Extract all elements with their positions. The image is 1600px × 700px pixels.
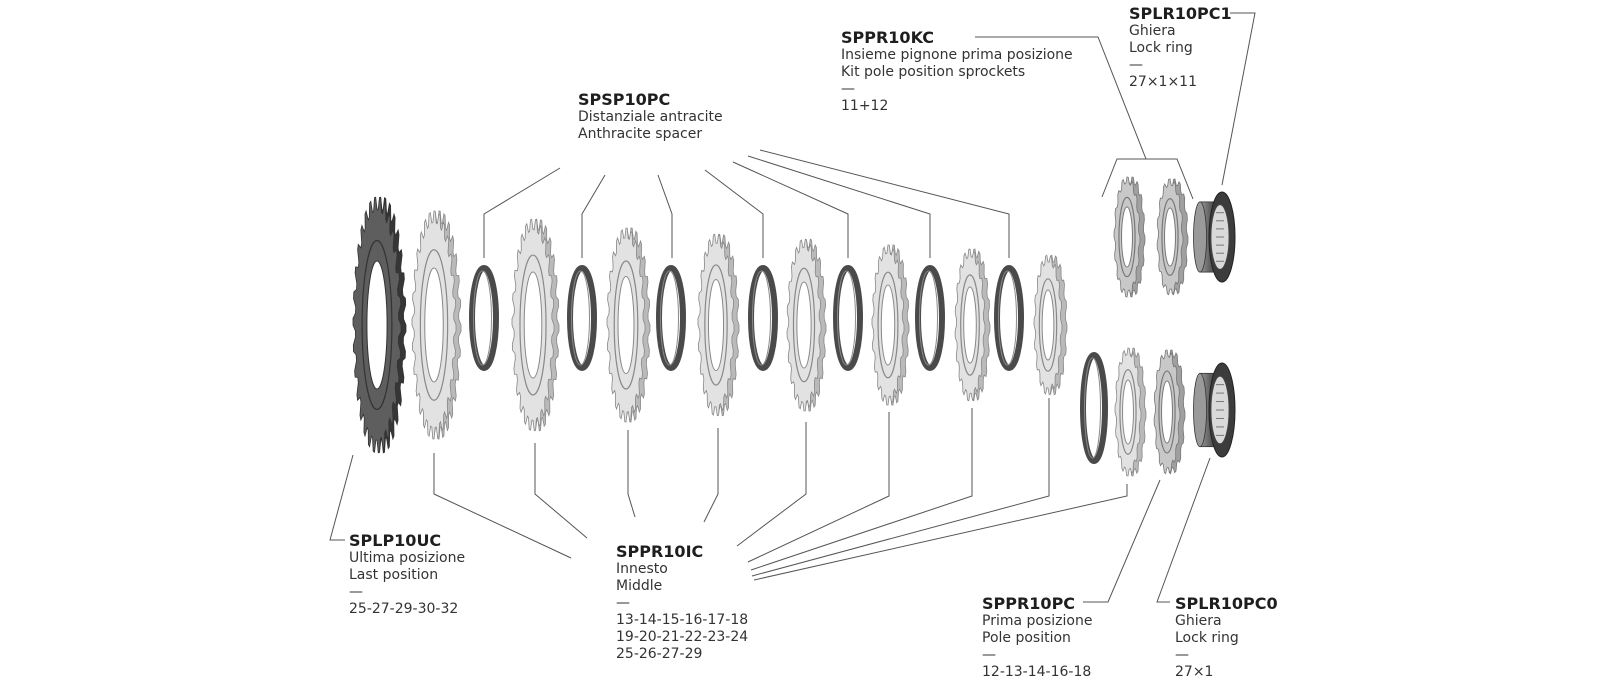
sprocket-kit-2 (1156, 178, 1189, 296)
spacer-ring-3 (656, 265, 686, 371)
spacer-ring-4 (748, 265, 778, 371)
part-name-it: Ghiera (1129, 23, 1176, 39)
separator-dash: — (349, 584, 363, 600)
separator-dash: — (1175, 647, 1189, 663)
part-name-it: Innesto (616, 561, 668, 577)
spacer-ring-5 (833, 265, 863, 371)
part-name-en: Middle (616, 578, 663, 594)
label-splr10pc0: SPLR10PC0 Ghiera Lock ring — 27×1 (1175, 594, 1278, 681)
label-splr10pc1: SPLR10PC1 Ghiera Lock ring — 27×1×11 (1129, 4, 1232, 91)
part-name-it: Insieme pignone prima posizione (841, 47, 1073, 63)
separator-dash: — (982, 647, 996, 663)
size-line: 27×1 (1175, 664, 1214, 680)
lock-ring-splr10pc0 (1193, 362, 1236, 458)
size-line: 12-13-14-16-18 (982, 664, 1092, 680)
size-line: 19-20-21-22-23-24 (616, 629, 749, 645)
part-name-it: Distanziale antracite (578, 109, 723, 125)
sprocket-pole-2 (1153, 349, 1186, 475)
label-splp10uc: SPLP10UC Ultima posizione Last position … (349, 531, 465, 618)
part-name-en: Lock ring (1129, 40, 1193, 56)
sprocket-7 (954, 248, 991, 402)
sprocket-1 (411, 210, 462, 440)
size-line: 25-26-27-29 (616, 646, 703, 662)
spacer-ring-6 (915, 265, 945, 371)
part-name-en: Pole position (982, 630, 1071, 646)
separator-dash: — (1129, 57, 1143, 73)
label-spsp10pc: SPSP10PC Distanziale antracite Anthracit… (578, 90, 723, 143)
part-code: SPLR10PC1 (1129, 4, 1232, 23)
part-name-it: Ultima posizione (349, 550, 466, 566)
sprocket-5 (786, 238, 827, 412)
part-name-en: Anthracite spacer (578, 126, 703, 142)
sprocket-2 (511, 218, 560, 432)
size-line: 11+12 (841, 98, 889, 114)
part-name-en: Last position (349, 567, 439, 583)
part-code: SPPR10KC (841, 28, 934, 47)
separator-dash: — (841, 81, 855, 97)
lock-ring-splr10pc1 (1193, 191, 1236, 283)
size-line: 13-14-15-16-17-18 (616, 612, 749, 628)
sprocket-pole-1 (1114, 347, 1147, 477)
sprocket-3 (606, 227, 651, 423)
parts-layer (352, 176, 1236, 477)
part-code: SPPR10PC (982, 594, 1076, 613)
sprocket-6 (871, 244, 910, 406)
sprocket-kit-1 (1113, 176, 1146, 298)
leader-lines (329, 12, 1256, 603)
part-name-en: Lock ring (1175, 630, 1239, 646)
part-code: SPLR10PC0 (1175, 594, 1278, 613)
sprocket-4 (697, 233, 740, 417)
part-code: SPSP10PC (578, 90, 671, 109)
part-code: SPPR10IC (616, 542, 704, 561)
part-name-it: Ghiera (1175, 613, 1222, 629)
label-sppr10pc: SPPR10PC Prima posizione Pole position —… (982, 594, 1092, 681)
spacer-ring-2 (567, 265, 597, 371)
spacer-ring-pole (1080, 352, 1108, 464)
label-sppr10kc: SPPR10KC Insieme pignone prima posizione… (841, 28, 1073, 115)
sprocket-last-position (352, 196, 407, 454)
separator-dash: — (616, 595, 630, 611)
label-sppr10ic: SPPR10IC Innesto Middle — 13-14-15-16-17… (616, 542, 748, 663)
part-code: SPLP10UC (349, 531, 442, 550)
sprocket-8 (1033, 254, 1068, 396)
part-name-en: Kit pole position sprockets (841, 64, 1026, 80)
spacer-ring-7 (994, 265, 1024, 371)
part-name-it: Prima posizione (982, 613, 1093, 629)
size-line: 25-27-29-30-32 (349, 601, 459, 617)
size-line: 27×1×11 (1129, 74, 1197, 90)
spacer-ring-1 (469, 265, 499, 371)
